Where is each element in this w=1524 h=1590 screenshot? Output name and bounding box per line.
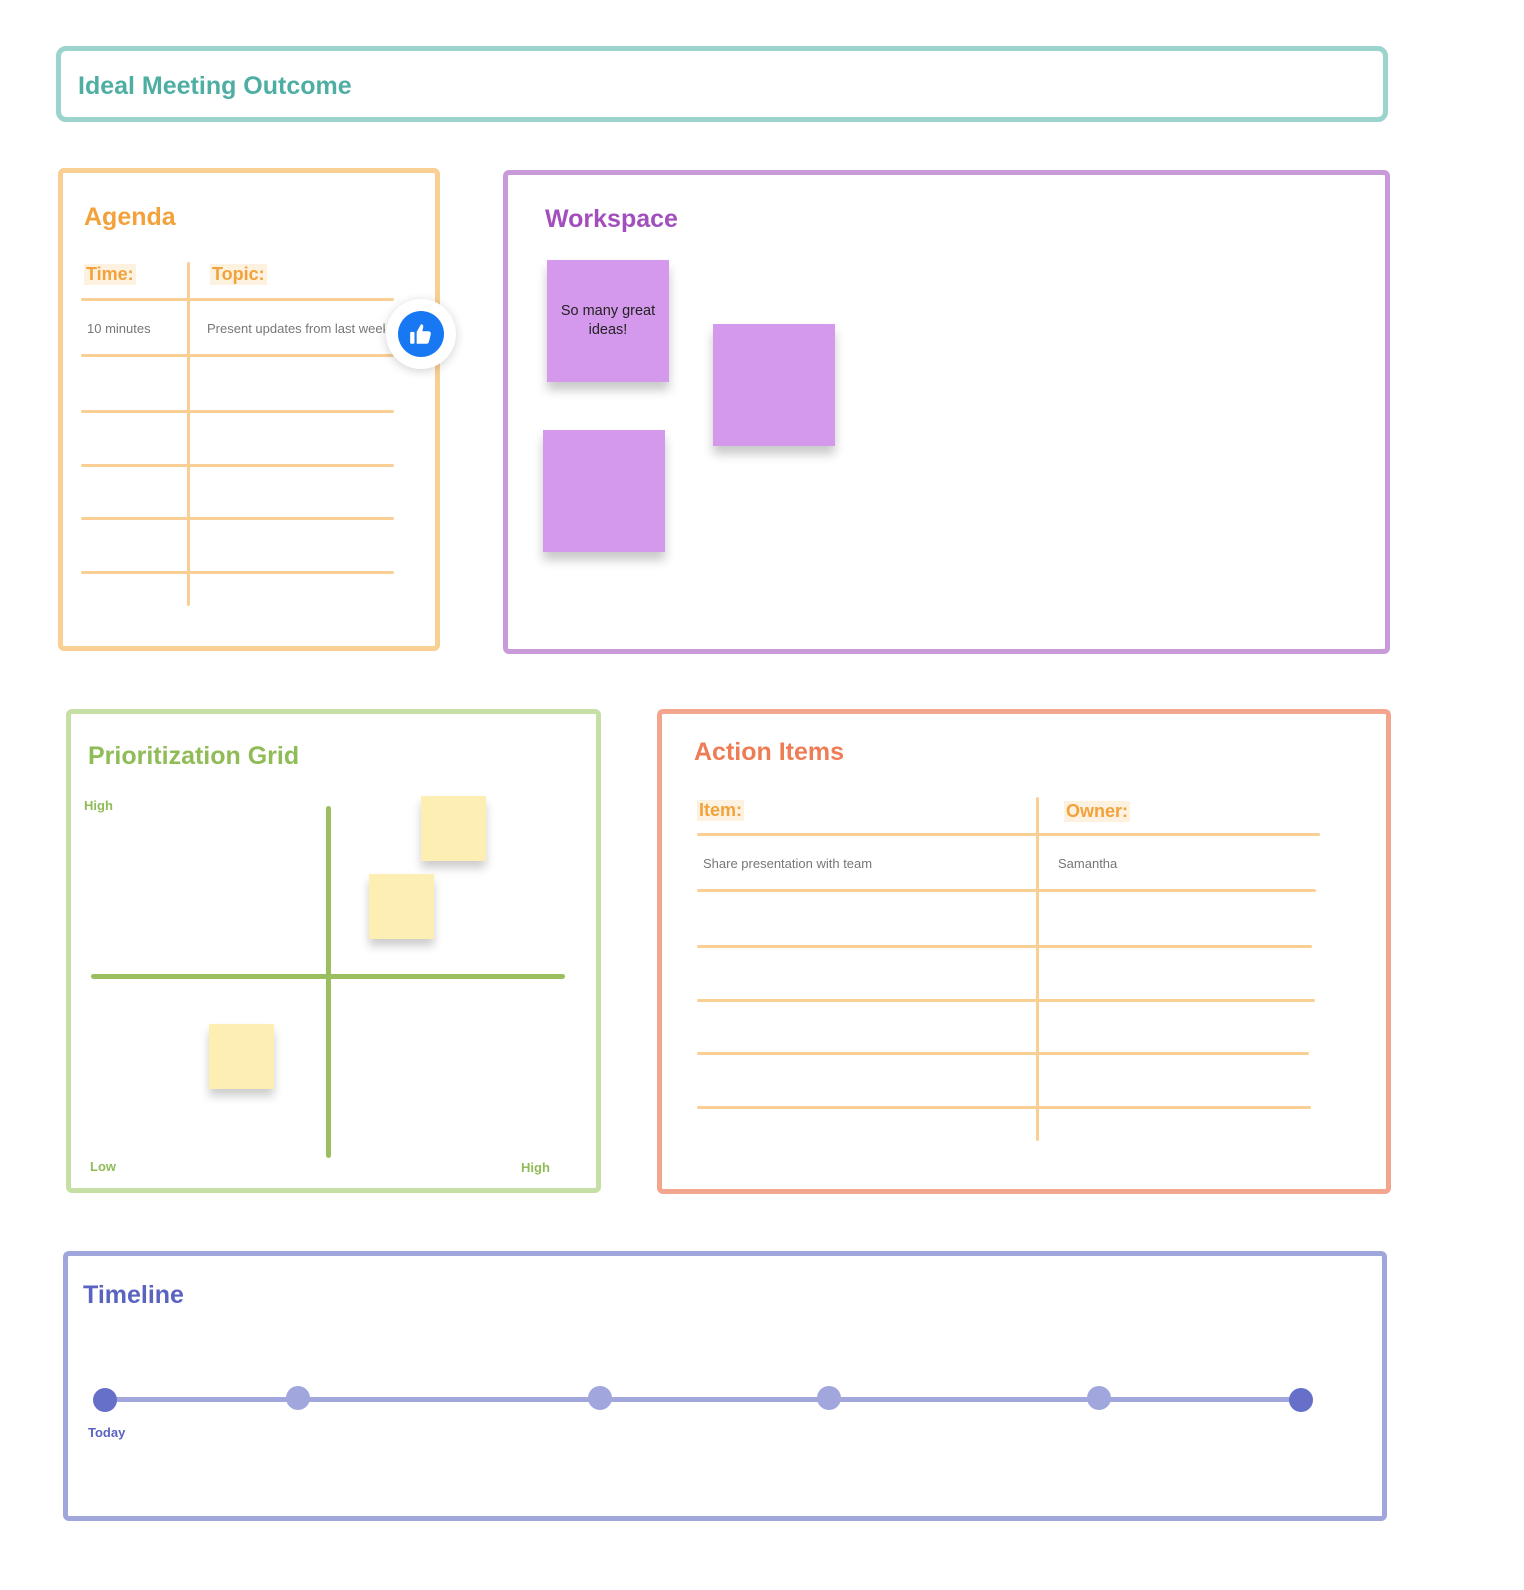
timeline-milestone[interactable] xyxy=(1289,1388,1313,1412)
reaction-badge[interactable] xyxy=(386,299,456,369)
timeline-milestone[interactable] xyxy=(588,1386,612,1410)
action-row-line xyxy=(697,1052,1309,1055)
timeline-milestone[interactable] xyxy=(817,1386,841,1410)
sticky-note[interactable]: So many great ideas! xyxy=(547,260,669,382)
sticky-note[interactable] xyxy=(713,324,835,446)
sticky-note-yellow[interactable] xyxy=(421,796,486,861)
action-owner-cell[interactable]: Samantha xyxy=(1058,856,1118,871)
agenda-title: Agenda xyxy=(84,203,176,231)
agenda-row-line xyxy=(81,571,394,574)
prioritization-grid-title: Prioritization Grid xyxy=(88,742,300,770)
agenda-row-line xyxy=(81,464,394,467)
action-item-header: Item: xyxy=(697,800,745,821)
action-row-line xyxy=(697,833,1320,836)
thumbs-up-icon xyxy=(398,311,444,357)
outcome-title: Ideal Meeting Outcome xyxy=(78,72,352,100)
prioritization-grid-frame[interactable]: Prioritization Grid xyxy=(66,709,601,1193)
timeline-title: Timeline xyxy=(83,1281,184,1309)
grid-horizontal-axis xyxy=(91,974,565,979)
action-items-frame[interactable]: Action Items xyxy=(657,709,1391,1194)
timeline-milestone[interactable] xyxy=(1087,1386,1111,1410)
action-items-title: Action Items xyxy=(694,738,845,766)
action-item-cell[interactable]: Share presentation with team xyxy=(703,856,873,871)
outcome-frame[interactable]: Ideal Meeting Outcome xyxy=(56,46,1388,122)
agenda-topic-header: Topic: xyxy=(210,264,267,285)
agenda-time-cell[interactable]: 10 minutes xyxy=(87,321,151,336)
agenda-frame[interactable]: Agenda xyxy=(58,168,440,651)
agenda-row-line xyxy=(81,517,394,520)
agenda-row-line xyxy=(81,354,394,357)
sticky-note-yellow[interactable] xyxy=(369,874,434,939)
action-row-line xyxy=(697,889,1316,892)
agenda-column-divider xyxy=(187,262,190,606)
action-row-line xyxy=(697,1106,1311,1109)
grid-vertical-axis xyxy=(326,806,331,1158)
action-row-line xyxy=(697,999,1315,1002)
x-axis-high-label: High xyxy=(521,1160,550,1175)
sticky-note-yellow[interactable] xyxy=(209,1024,274,1089)
agenda-row-line xyxy=(81,298,394,301)
agenda-topic-cell[interactable]: Present updates from last week xyxy=(207,321,385,336)
timeline-frame[interactable]: Timeline xyxy=(63,1251,1387,1521)
agenda-row-line xyxy=(81,410,394,413)
agenda-time-header: Time: xyxy=(84,264,136,285)
action-column-divider xyxy=(1036,797,1039,1141)
x-axis-low-label: Low xyxy=(90,1159,116,1174)
workspace-title: Workspace xyxy=(545,205,678,233)
action-owner-header: Owner: xyxy=(1064,801,1131,822)
timeline-milestone[interactable] xyxy=(93,1388,117,1412)
timeline-today-label: Today xyxy=(88,1425,126,1440)
action-row-line xyxy=(697,945,1312,948)
workspace-frame[interactable]: Workspace xyxy=(503,170,1390,654)
sticky-note[interactable] xyxy=(543,430,665,552)
timeline-track xyxy=(104,1397,1302,1402)
y-axis-high-label: High xyxy=(84,798,113,813)
timeline-milestone[interactable] xyxy=(286,1386,310,1410)
